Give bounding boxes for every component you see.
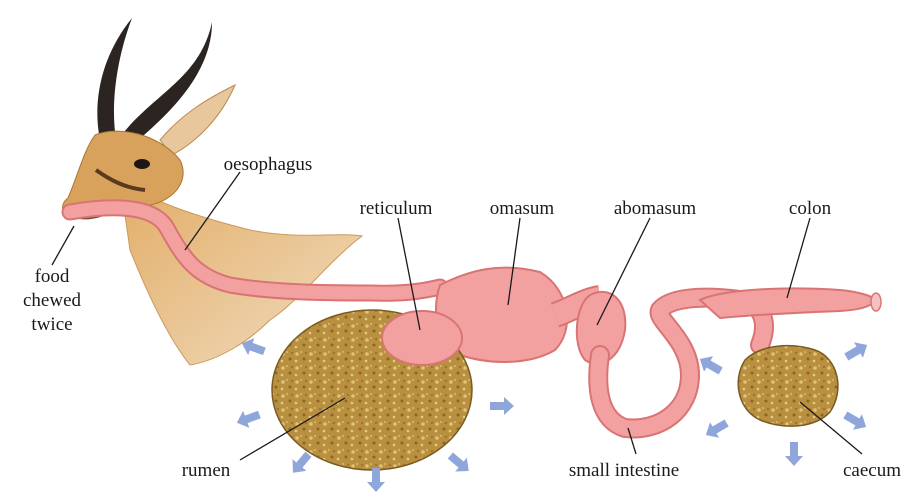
label-omasum: omasum (490, 198, 555, 219)
label-reticulum: reticulum (360, 198, 433, 219)
fermentation-arrow (367, 468, 385, 492)
fermentation-arrow (490, 397, 514, 415)
fermentation-arrow (445, 449, 475, 478)
label-oesophagus: oesophagus (224, 154, 313, 175)
fermentation-arrow (785, 442, 803, 466)
label-colon: colon (789, 198, 832, 219)
gazelle-head-illustration (63, 18, 362, 365)
label-food-line1: food (35, 266, 70, 287)
label-abomasum: abomasum (614, 198, 697, 219)
label-small-intestine: small intestine (569, 460, 679, 481)
label-food-line2: chewed (23, 290, 82, 311)
label-rumen: rumen (182, 460, 231, 481)
caecum-shape (738, 346, 838, 426)
label-food-line3: twice (31, 314, 72, 335)
fermentation-arrow (841, 407, 871, 435)
fermentation-arrow (842, 337, 872, 365)
fermentation-arrow (701, 415, 731, 443)
fermentation-arrow (234, 406, 263, 431)
label-caecum: caecum (843, 460, 901, 481)
